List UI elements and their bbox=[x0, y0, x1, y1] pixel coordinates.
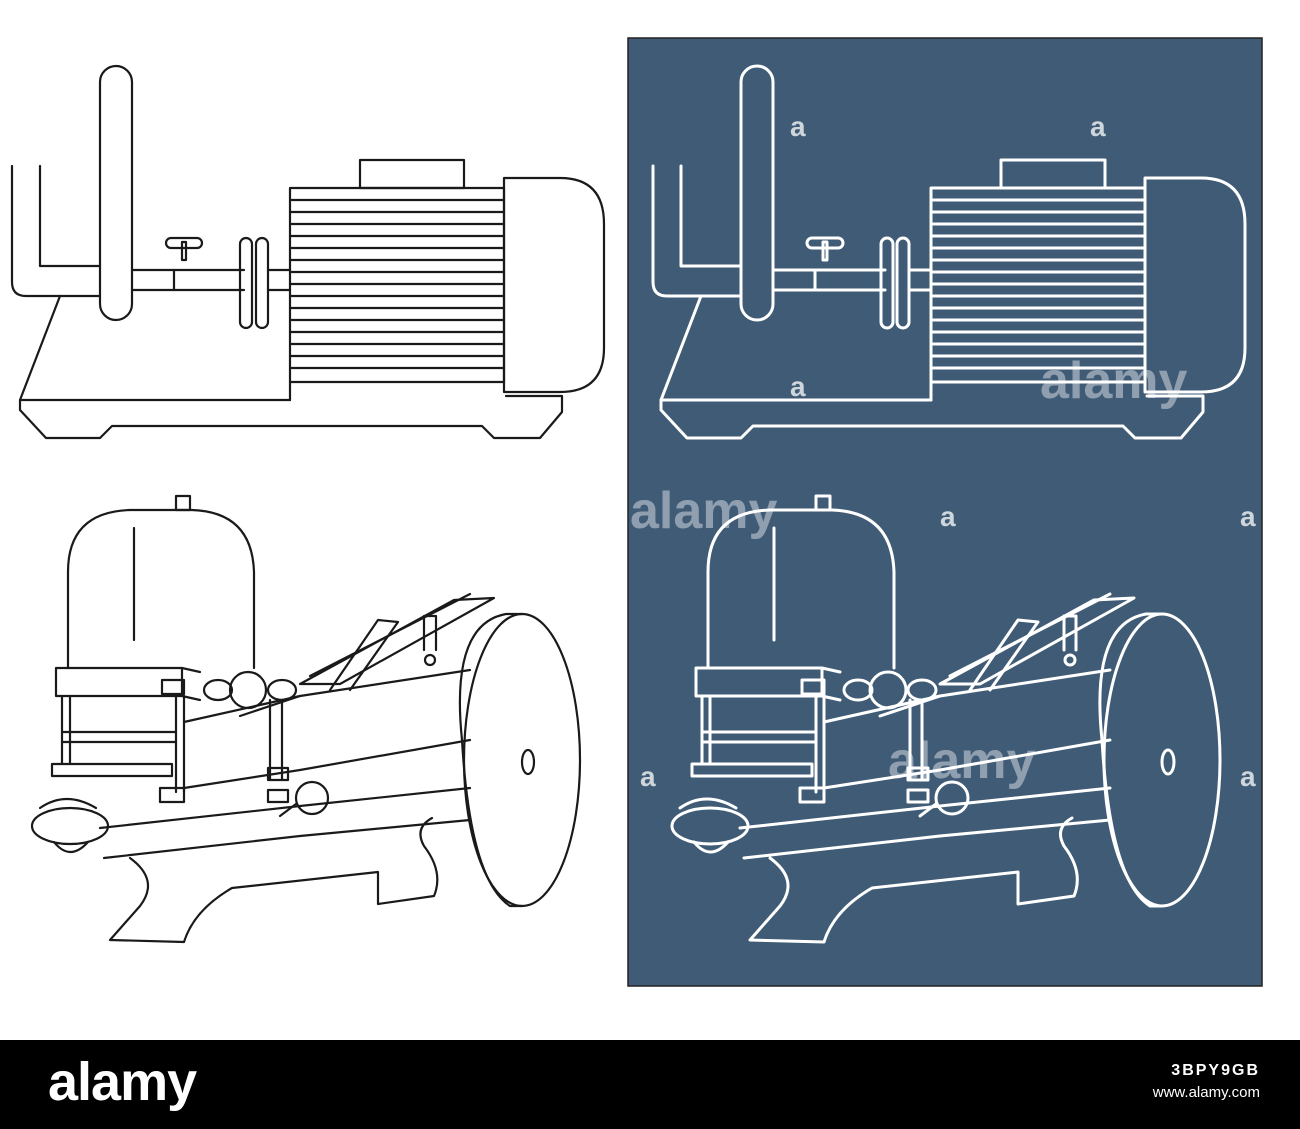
illustration-canvas: alamy alamy alamy a a a a a a a bbox=[10, 37, 1263, 987]
watermark-small: a bbox=[940, 501, 956, 532]
watermark-small: a bbox=[640, 761, 656, 792]
motor-pump-illustration-white bbox=[10, 64, 606, 440]
footer-id-block: 3BPY9GB www.alamy.com bbox=[1153, 1060, 1260, 1104]
image-id: 3BPY9GB bbox=[1171, 1062, 1260, 1079]
watermark-large: alamy bbox=[630, 482, 778, 540]
watermark-layer: alamy alamy alamy a a a a a a a bbox=[630, 111, 1256, 792]
footer-url: www.alamy.com bbox=[1152, 1084, 1260, 1101]
watermark-small: a bbox=[790, 111, 806, 142]
watermark-small: a bbox=[1240, 501, 1256, 532]
watermark-small: a bbox=[1240, 761, 1256, 792]
footer-logo: alamy bbox=[48, 1052, 197, 1112]
watermark-large: alamy bbox=[888, 732, 1036, 790]
watermark-large: alamy bbox=[1040, 352, 1188, 410]
meat-slicer-illustration-white bbox=[30, 494, 582, 944]
watermark-small: a bbox=[790, 371, 806, 402]
blue-panel bbox=[627, 37, 1263, 987]
watermark-small: a bbox=[1090, 111, 1106, 142]
footer-bar: alamy 3BPY9GB www.alamy.com bbox=[0, 1040, 1300, 1129]
